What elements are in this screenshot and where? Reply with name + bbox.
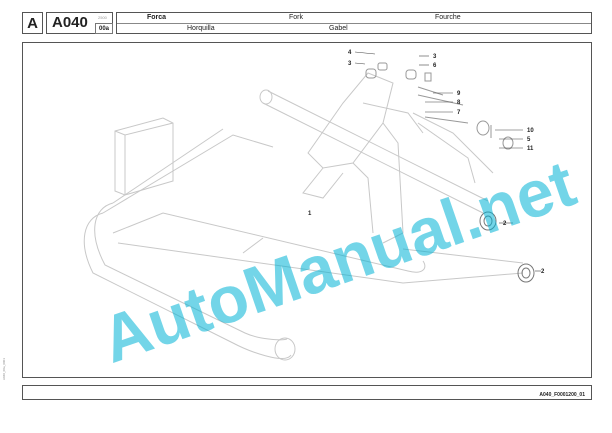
code-small-label: 2500	[98, 15, 107, 20]
callout-label: 3	[348, 61, 352, 67]
title-french: Fourche	[435, 14, 461, 21]
parts-drawing-frame: 4 3 3 6 9 8 7 10 5 11 1 2 2 AutoManual.n…	[22, 42, 592, 378]
title-block: Forca Fork Fourche Horquilla Gabel	[116, 12, 592, 34]
callout-label: 9	[457, 91, 461, 97]
section-letter: A	[22, 12, 43, 34]
title-german: Gabel	[329, 25, 348, 32]
callout-label: 3	[433, 54, 437, 60]
title-divider	[117, 23, 591, 24]
fork-linework	[83, 62, 535, 361]
callout-label: 11	[527, 146, 534, 152]
drawing-reference: A040_F0001200_01	[539, 392, 585, 398]
page-code-box: A040 2500 00a	[46, 12, 113, 34]
footer-bar: A040_F0001200_01	[22, 385, 592, 400]
fork-exploded-drawing: 4 3 3 6 9 8 7 10 5 11 1 2 2 AutoManual.n…	[83, 50, 584, 377]
callout-label: 5	[527, 137, 531, 143]
callout-labels: 4 3 3 6 9 8 7 10 5 11 1 2 2	[308, 50, 545, 275]
drawing-side-id: A040_00a_0001	[2, 357, 6, 380]
callout-label: 8	[457, 100, 461, 106]
callout-label: 7	[457, 110, 461, 116]
title-italian: Forca	[147, 14, 167, 21]
callout-label: 2	[541, 269, 545, 275]
callout-label: 6	[433, 63, 437, 69]
title-english: Fork	[289, 14, 303, 21]
callout-leaders	[354, 51, 541, 272]
callout-label: 10	[527, 128, 534, 134]
callout-label: 4	[348, 50, 352, 56]
callout-label: 1	[308, 211, 312, 217]
callout-label: 2	[503, 221, 507, 227]
page-code: A040	[52, 14, 88, 31]
title-spanish: Horquilla	[187, 25, 215, 32]
page-code-suffix: 00a	[95, 23, 113, 34]
